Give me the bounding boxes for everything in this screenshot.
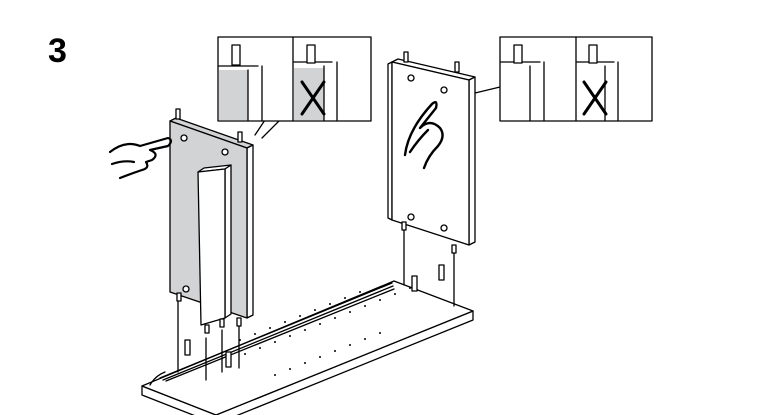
dowel-icon — [306, 44, 316, 64]
wrong-x-icon — [300, 80, 326, 116]
dowel-icon — [588, 44, 598, 64]
callout-left — [217, 36, 372, 139]
dowels — [184, 264, 445, 368]
step-number: 3 — [48, 32, 67, 70]
cable — [149, 371, 166, 386]
side-panel-right — [387, 51, 476, 254]
callout-right — [474, 36, 653, 122]
base-board — [141, 280, 474, 415]
wrong-x-icon — [582, 80, 608, 116]
front-board — [197, 164, 232, 334]
dowel-icon — [513, 44, 523, 64]
dowel-icon — [231, 44, 241, 66]
hand-icon — [403, 101, 444, 170]
shelf-holes — [239, 287, 411, 376]
hand-pointing-icon — [108, 136, 173, 180]
